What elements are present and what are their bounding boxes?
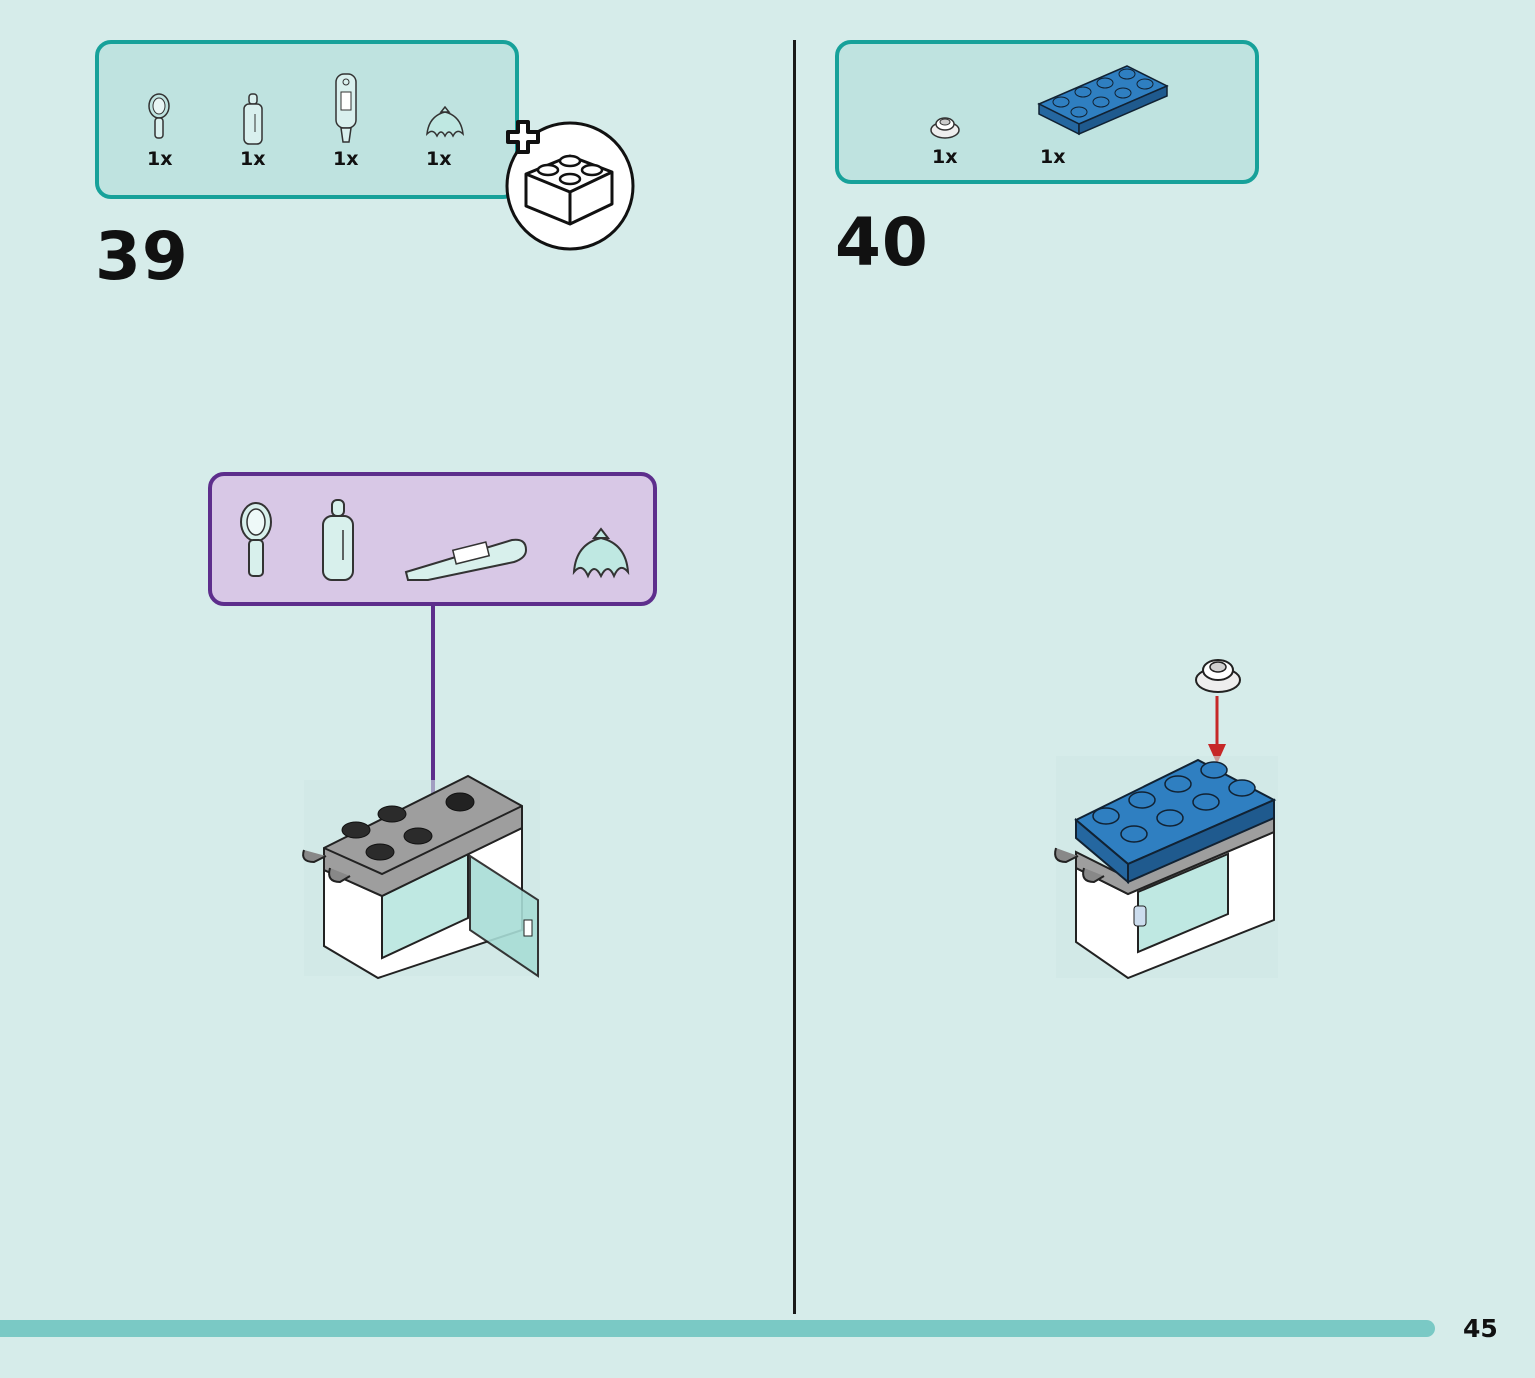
thermometer-icon xyxy=(404,538,528,581)
placement-arrow-red xyxy=(1208,696,1226,764)
step-39-part-qty-2: 1x xyxy=(240,148,266,170)
blue-plate-2x4-icon xyxy=(1037,65,1169,136)
step-39-number: 39 xyxy=(95,218,189,295)
thermometer-icon xyxy=(335,73,357,143)
step-39-part-qty-3: 1x xyxy=(333,148,359,170)
step-40-parts-box: 1x 1x xyxy=(835,40,1259,184)
bow-icon xyxy=(426,106,464,138)
step-39-parts-box: 1x 1x 1x 1x xyxy=(95,40,519,199)
step-40-part-qty-2: 1x xyxy=(1040,146,1066,168)
magnifying-glass-icon xyxy=(148,93,170,139)
step-40-model xyxy=(1054,756,1278,980)
page-number: 45 xyxy=(1463,1314,1498,1343)
step-39-part-qty-4: 1x xyxy=(426,148,452,170)
add-brick-icon xyxy=(505,120,635,251)
bottle-icon xyxy=(243,93,263,145)
step-39-model xyxy=(302,774,540,980)
magnifying-glass-icon xyxy=(240,502,272,577)
step-39-callout xyxy=(208,472,657,606)
progress-bar xyxy=(0,1320,1435,1337)
bottle-icon xyxy=(322,499,354,581)
round-plate-icon xyxy=(930,117,960,139)
bow-icon xyxy=(572,527,630,579)
step-40-number: 40 xyxy=(835,204,929,281)
step-39-part-qty-1: 1x xyxy=(147,148,173,170)
step-40-part-qty-1: 1x xyxy=(932,146,958,168)
round-plate-icon xyxy=(1195,659,1241,693)
column-divider xyxy=(793,40,796,1314)
